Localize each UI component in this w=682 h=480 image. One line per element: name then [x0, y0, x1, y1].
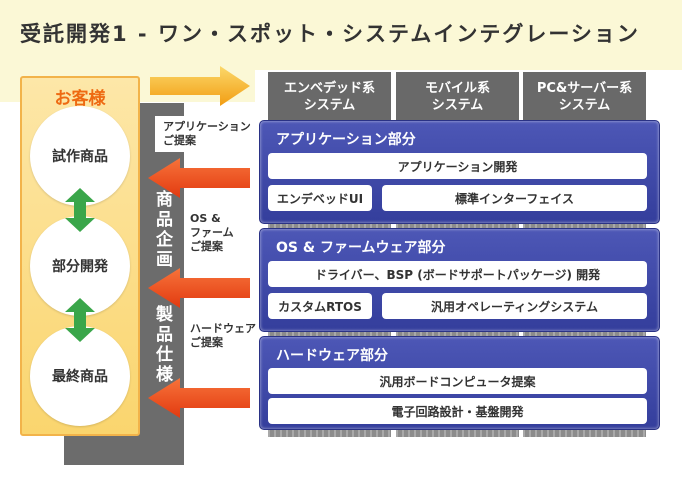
standard-interface-box: 標準インターフェイス: [382, 185, 647, 211]
hardware-panel-title: ハードウェア部分: [276, 348, 388, 364]
app-development-box: アプリケーション開発: [268, 153, 647, 179]
label-line: OS &: [190, 212, 221, 225]
stage-final-product: 最終商品: [30, 326, 130, 426]
column-line1: モバイル系: [424, 81, 490, 96]
label-line: アプリケーション: [163, 120, 251, 133]
yellow-arrow-icon: [150, 66, 250, 106]
double-arrow-icon: [65, 188, 95, 232]
column-line2: システム: [558, 98, 611, 113]
column-pc-server: PC&サーバー系 システム: [523, 72, 646, 122]
column-mobile: モバイル系 システム: [396, 72, 519, 122]
os-proposal-label: OS & ファーム ご提案: [190, 212, 234, 254]
column-line1: PC&サーバー系: [536, 81, 633, 96]
os-firmware-panel-title: OS & ファームウェア部分: [276, 240, 446, 256]
hw-proposal-label: ハードウェア ご提案: [190, 322, 256, 350]
customer-title: お客様: [54, 89, 106, 109]
page-title: 受託開発1 - ワン・スポット・システムインテグレーション: [20, 22, 640, 46]
app-proposal-box: [155, 116, 251, 152]
embedded-ui-box: エンデベッドUI: [268, 185, 372, 211]
label-line: ご提案: [163, 134, 196, 147]
red-arrow-icon: [148, 158, 250, 198]
column-line1: エンベデッド系: [283, 81, 375, 96]
board-computer-box: 汎用ボードコンピュータ提案: [268, 368, 647, 394]
red-arrow-icon: [148, 268, 250, 308]
label-line: ご提案: [190, 336, 223, 349]
column-line2: システム: [303, 98, 356, 113]
column-line2: システム: [431, 98, 484, 113]
column-embedded: エンベデッド系 システム: [268, 72, 391, 122]
double-arrow-icon: [65, 298, 95, 342]
custom-rtos-box: カスタムRTOS: [268, 293, 372, 319]
label-line: ファーム: [190, 226, 234, 239]
title-band: [0, 0, 682, 70]
label-line: ご提案: [190, 240, 223, 253]
app-proposal-label: アプリケーション ご提案: [163, 120, 251, 148]
red-arrow-icon: [148, 378, 250, 418]
driver-bsp-box: ドライバー、BSP (ボードサポートパッケージ) 開発: [268, 261, 647, 287]
application-panel-title: アプリケーション部分: [276, 132, 416, 148]
circuit-design-box: 電子回路設計・基盤開発: [268, 398, 647, 424]
product-planning-label: 商品企画: [152, 190, 172, 270]
label-line: ハードウェア: [190, 322, 256, 335]
general-os-box: 汎用オペレーティングシステム: [382, 293, 647, 319]
product-spec-label: 製品仕様: [152, 305, 172, 385]
